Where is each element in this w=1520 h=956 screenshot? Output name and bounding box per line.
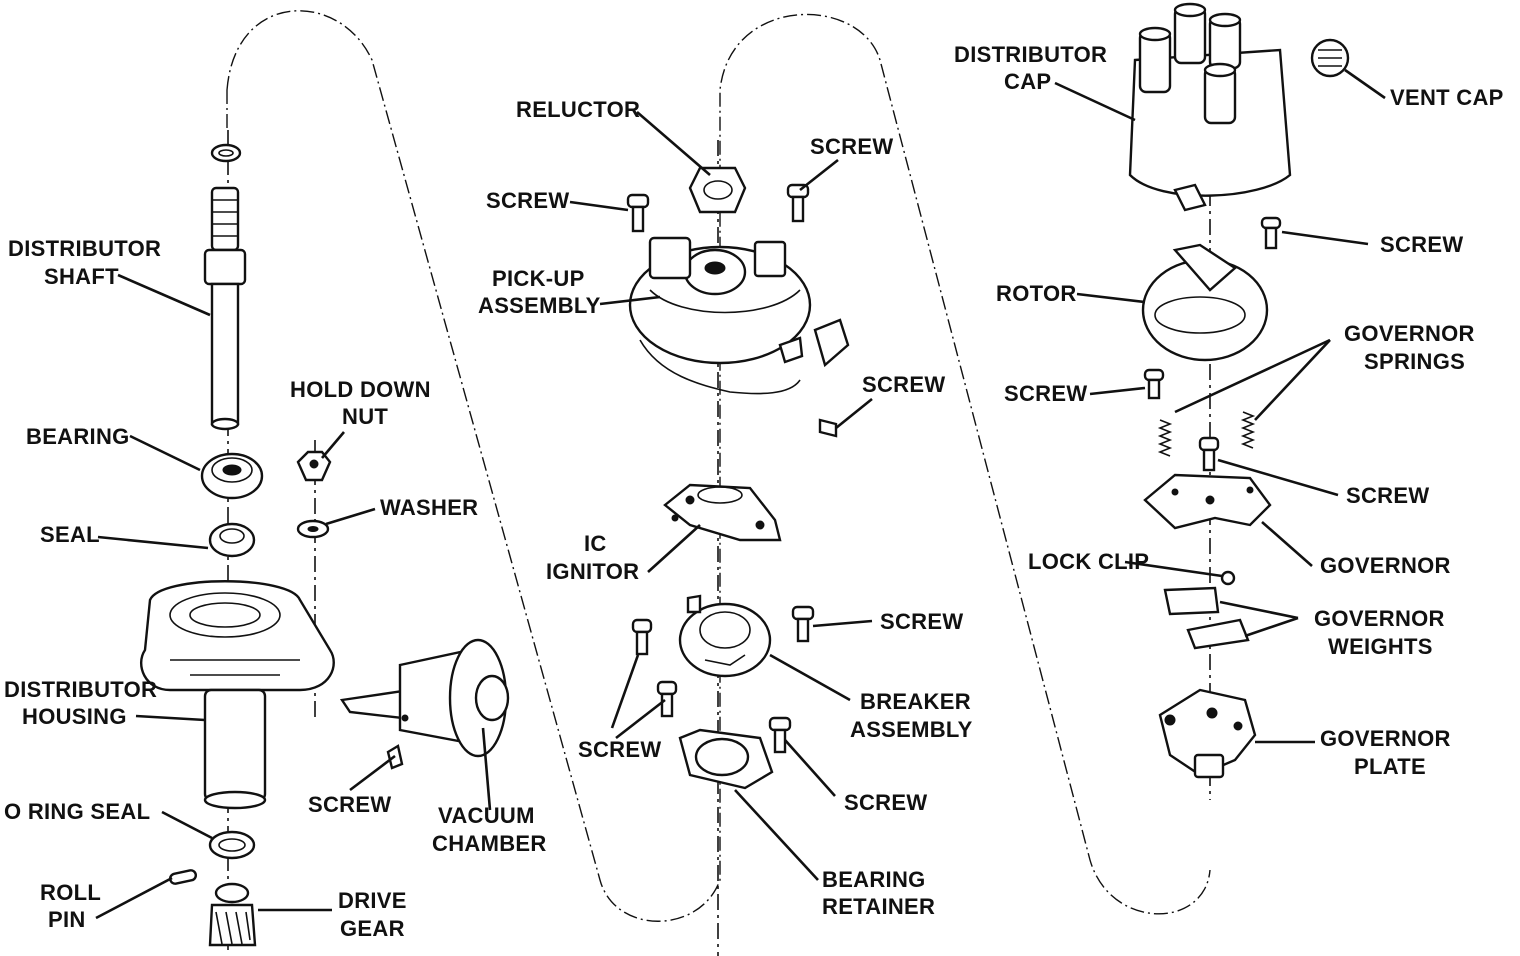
label-screw-vacuum: SCREW <box>308 792 391 817</box>
loop-outlines <box>226 10 1211 922</box>
label-bearing-retainer-1: BEARING <box>822 867 926 892</box>
label-governor: GOVERNOR <box>1320 553 1451 578</box>
label-lock-clip: LOCK CLIP <box>1028 549 1149 574</box>
seal-part <box>208 522 256 558</box>
governor-weights-part <box>1163 586 1250 650</box>
label-hold-down-nut-2: NUT <box>342 404 388 429</box>
snap-ring-part <box>210 143 242 163</box>
label-breaker-assembly-2: ASSEMBLY <box>850 717 973 742</box>
label-washer: WASHER <box>380 495 478 520</box>
reluctor-screw-right-part <box>786 183 810 223</box>
retainer-screw-part <box>768 716 792 754</box>
reluctor-screw-left-part <box>626 193 650 233</box>
breaker-assembly-part <box>678 594 772 678</box>
label-ic-ignitor-2: IGNITOR <box>546 559 639 584</box>
label-governor-plate-2: PLATE <box>1354 754 1426 779</box>
breaker-screw-left-top-part <box>631 618 653 656</box>
roll-pin-part <box>168 869 198 885</box>
label-vacuum-chamber-2: CHAMBER <box>432 831 547 856</box>
label-roll-pin-1: ROLL <box>40 880 101 905</box>
label-screw-reluctor-right: SCREW <box>810 134 893 159</box>
label-reluctor: RELUCTOR <box>516 97 640 122</box>
label-screw-breaker-right: SCREW <box>880 609 963 634</box>
bearing-part <box>200 452 264 500</box>
label-vent-cap: VENT CAP <box>1390 85 1504 110</box>
distributor-cap-part <box>1128 2 1292 212</box>
o-ring-seal-part <box>208 830 256 860</box>
bearing-retainer-part <box>678 728 774 790</box>
label-pick-up-assembly-1: PICK-UP <box>492 266 585 291</box>
label-vacuum-chamber-1: VACUUM <box>438 803 535 828</box>
labels: DISTRIBUTOR SHAFT BEARING SEAL DISTRIBUT… <box>4 42 1504 941</box>
distributor-shaft-part <box>203 186 247 431</box>
label-roll-pin-2: PIN <box>48 907 86 932</box>
label-breaker-assembly-1: BREAKER <box>860 689 971 714</box>
label-drive-gear-2: GEAR <box>340 916 405 941</box>
label-distributor-housing-2: HOUSING <box>22 704 127 729</box>
label-hold-down-nut-1: HOLD DOWN <box>290 377 431 402</box>
label-drive-gear-1: DRIVE <box>338 888 407 913</box>
breaker-screw-left-bottom-part <box>656 680 678 718</box>
label-bearing: BEARING <box>26 424 130 449</box>
label-distributor-shaft-2: SHAFT <box>44 264 119 289</box>
vent-cap-part <box>1310 38 1350 78</box>
label-seal: SEAL <box>40 522 100 547</box>
governor-plate-part <box>1158 688 1257 779</box>
distributor-housing-part <box>140 580 335 810</box>
governor-screw-part <box>1198 436 1220 472</box>
label-distributor-housing-1: DISTRIBUTOR <box>4 677 157 702</box>
governor-springs-part <box>1157 411 1256 457</box>
rotor-part <box>1141 243 1269 362</box>
cap-screw-part <box>1260 216 1282 250</box>
label-screw-governor: SCREW <box>1346 483 1429 508</box>
reluctor-part <box>688 166 747 214</box>
washer-part <box>296 519 330 539</box>
label-screw-rotor: SCREW <box>1004 381 1087 406</box>
rotor-screw-part <box>1143 368 1165 400</box>
vacuum-chamber-part <box>339 638 510 758</box>
label-governor-plate-1: GOVERNOR <box>1320 726 1451 751</box>
leader-lines <box>95 68 1386 920</box>
pick-up-assembly-part <box>628 236 850 395</box>
lock-clip-part <box>1220 570 1236 586</box>
label-bearing-retainer-2: RETAINER <box>822 894 935 919</box>
pickup-screw-part <box>818 418 838 438</box>
label-screw-breaker-left: SCREW <box>578 737 661 762</box>
label-governor-weights-2: WEIGHTS <box>1328 634 1433 659</box>
label-rotor: ROTOR <box>996 281 1077 306</box>
breaker-screw-right-part <box>791 605 815 643</box>
label-screw-retainer: SCREW <box>844 790 927 815</box>
label-screw-cap: SCREW <box>1380 232 1463 257</box>
label-o-ring-seal: O RING SEAL <box>4 799 150 824</box>
governor-part <box>1143 473 1272 530</box>
label-governor-weights-1: GOVERNOR <box>1314 606 1445 631</box>
ic-ignitor-part <box>663 483 782 542</box>
hold-down-nut-part <box>296 450 332 482</box>
label-distributor-cap-1: DISTRIBUTOR <box>954 42 1107 67</box>
label-governor-springs-2: SPRINGS <box>1364 349 1465 374</box>
label-governor-springs-1: GOVERNOR <box>1344 321 1475 346</box>
label-ic-ignitor-1: IC <box>584 531 607 556</box>
label-distributor-cap-2: CAP <box>1004 69 1051 94</box>
label-screw-pickup: SCREW <box>862 372 945 397</box>
label-pick-up-assembly-2: ASSEMBLY <box>478 293 601 318</box>
drive-gear-part <box>208 882 257 947</box>
label-distributor-shaft-1: DISTRIBUTOR <box>8 236 161 261</box>
label-screw-reluctor-left: SCREW <box>486 188 569 213</box>
